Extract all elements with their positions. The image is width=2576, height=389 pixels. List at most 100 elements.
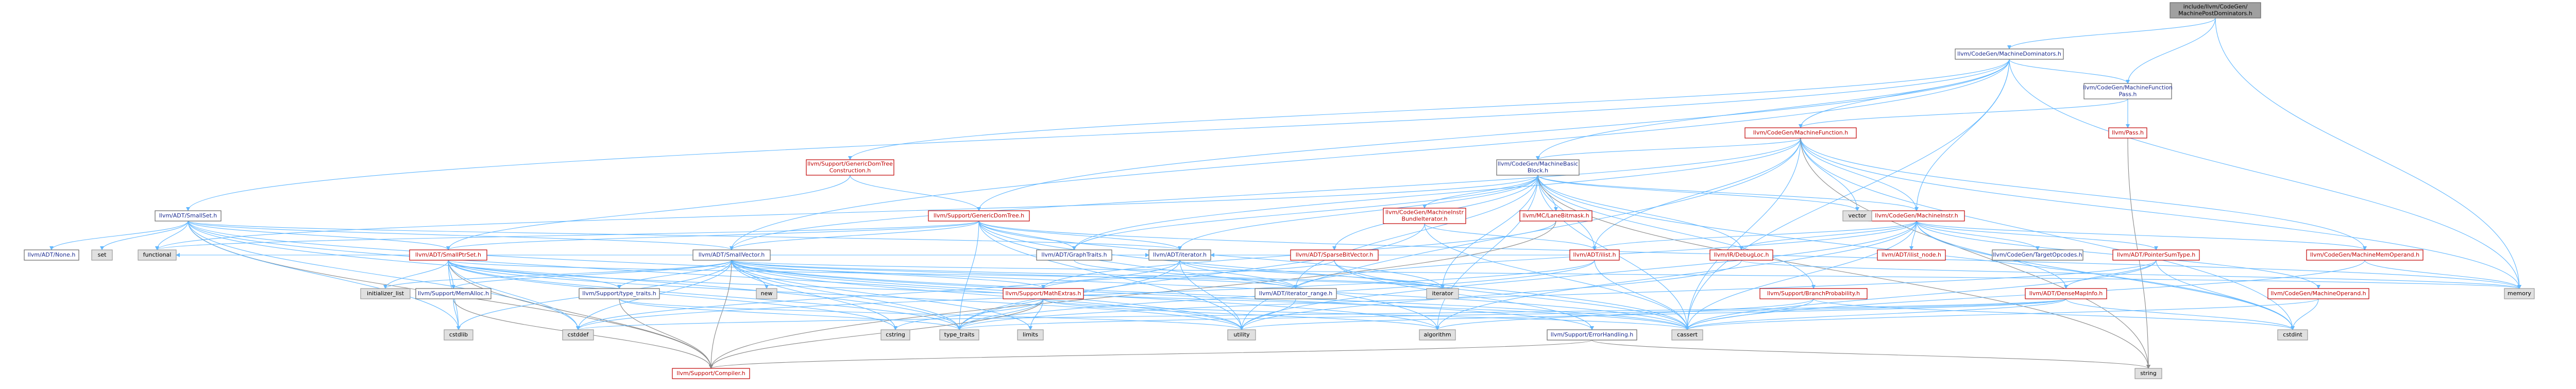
include-edge-minstr-to-ilist (1592, 221, 1917, 250)
include-edge-smallptrset-to-cstring (448, 260, 897, 330)
node-set-label: set (98, 251, 107, 258)
node-smallset[interactable]: llvm/ADT/SmallSet.h (155, 210, 222, 222)
include-edge-branchprob-to-cassert (1685, 298, 1814, 330)
node-pass-box (2108, 127, 2147, 139)
node-set-box (91, 249, 113, 261)
node-new-box (756, 288, 777, 299)
node-vector: vector (1842, 210, 1872, 222)
include-edge-smallptrset-to-cstddef (448, 260, 580, 330)
include-edge-sparsebv-to-mathextras (1041, 260, 1335, 289)
node-mmemop[interactable]: llvm/CodeGen/MachineMemOperand.h (2306, 249, 2424, 261)
include-edge-lanebm-to-compiler (709, 221, 1556, 369)
include-edge-errorhandling-to-compiler (709, 340, 1592, 369)
include-edge-smallvector-to-iterrange (731, 260, 1298, 289)
include-edge-gdt-to-iterator (978, 221, 1182, 250)
node-iter_std-box (1426, 288, 1459, 299)
node-memory-box (2504, 288, 2535, 299)
node-graphtraits-box (1036, 249, 1112, 261)
include-edge-gdt-to-smallptrset (446, 221, 979, 250)
node-ilist-box (1569, 249, 1620, 261)
node-lanebm[interactable]: llvm/MC/LaneBitmask.h (1519, 210, 1592, 222)
node-branchprob[interactable]: llvm/Support/BranchProbability.h (1759, 288, 1868, 299)
node-none[interactable]: llvm/ADT/None.h (24, 249, 79, 261)
include-edge-smallset-to-cstdlib (188, 221, 461, 330)
node-compiler[interactable]: llvm/Support/Compiler.h (672, 368, 750, 379)
include-edge-errorhandling-to-string (1591, 340, 2150, 369)
include-edge-mdom-to-mfunc (1799, 59, 2010, 128)
include-edge-mbb-to-algorithm (1435, 175, 1538, 330)
include-edge-ilist-to-cstddef (576, 260, 1595, 330)
node-smallptrset[interactable]: llvm/ADT/SmallPtrSet.h (409, 249, 487, 261)
include-edge-minstr-to-targetop (1916, 221, 2040, 250)
include-edge-mbb-to-minstr (1537, 175, 1919, 211)
node-ilistnode[interactable]: llvm/ADT/ilist_node.h (1877, 249, 1946, 261)
node-iterrange-box (1255, 288, 1337, 299)
node-smallvector-label: llvm/ADT/SmallVector.h (699, 251, 765, 258)
node-gdtc[interactable]: llvm/Support/GenericDomTreeConstruction.… (806, 159, 894, 176)
node-graphtraits-label: llvm/ADT/GraphTraits.h (1041, 251, 1107, 258)
node-mmemop-label: llvm/CodeGen/MachineMemOperand.h (2310, 251, 2419, 258)
node-typetraits_h-label: llvm/Support/type_traits.h (582, 290, 656, 297)
include-edge-mathextras-to-compiler (709, 298, 1044, 369)
node-minstr[interactable]: llvm/CodeGen/MachineInstr.h (1868, 210, 1965, 222)
node-set: set (91, 249, 113, 261)
include-edge-minstr-to-ptrsumtype (1916, 221, 2158, 250)
node-iterator-box (1148, 249, 1211, 261)
node-pass[interactable]: llvm/Pass.h (2108, 127, 2147, 139)
node-ptrsumtype[interactable]: llvm/ADT/PointerSumType.h (2112, 249, 2200, 261)
node-limits-label: limits (1023, 331, 1038, 338)
include-edge-smallvector-to-typetraits_h (617, 260, 732, 289)
node-moperand[interactable]: llvm/CodeGen/MachineOperand.h (2267, 288, 2369, 299)
include-edge-iterator-to-iterrange (1179, 260, 1298, 289)
include-edge-branchprob-to-cstdint (1813, 298, 2295, 330)
node-targetop[interactable]: llvm/CodeGen/TargetOpcodes.h (1992, 249, 2083, 261)
node-targetop-box (1992, 249, 2083, 261)
node-smallvector[interactable]: llvm/ADT/SmallVector.h (692, 249, 771, 261)
include-edge-mfunc-to-mmemop (1800, 138, 2367, 250)
node-iterator[interactable]: llvm/ADT/iterator.h (1148, 249, 1211, 261)
include-edge-smallvector-to-memory (731, 260, 2521, 289)
include-edge-densemapinfo-to-utility (1240, 298, 2066, 330)
include-edge-smallvector-to-memalloc (451, 260, 732, 289)
include-edge-iterator-to-cstddef (576, 260, 1180, 330)
node-memalloc[interactable]: llvm/Support/MemAlloc.h (415, 288, 492, 299)
node-ptrsumtype-label: llvm/ADT/PointerSumType.h (2117, 251, 2195, 258)
node-debugloc[interactable]: llvm/IR/DebugLoc.h (1709, 249, 1773, 261)
include-edge-mfunc-to-vector (1800, 138, 1859, 211)
node-mfunc[interactable]: llvm/CodeGen/MachineFunction.h (1744, 127, 1857, 139)
node-densemapinfo[interactable]: llvm/ADT/DenseMapInfo.h (2025, 288, 2107, 299)
include-edge-densemapinfo-to-type_traits (957, 298, 2066, 330)
include-edge-typetraits_h-to-type_traits (619, 298, 961, 330)
include-edge-mdom-to-smallvector (730, 59, 2010, 250)
node-iterator-label: llvm/ADT/iterator.h (1153, 251, 1207, 258)
node-graphtraits[interactable]: llvm/ADT/GraphTraits.h (1036, 249, 1112, 261)
include-edge-mathextras-to-cassert (1043, 298, 1689, 330)
node-errorhandling[interactable]: llvm/Support/ErrorHandling.h (1547, 329, 1637, 341)
node-mathextras[interactable]: llvm/Support/MathExtras.h (1003, 288, 1084, 299)
node-cassert-label: cassert (1677, 331, 1698, 338)
node-functional: functional (138, 249, 177, 261)
include-edge-ptrsumtype-to-cassert (1685, 260, 2157, 330)
node-gdt[interactable]: llvm/Support/GenericDomTree.h (928, 210, 1030, 222)
node-mdom[interactable]: llvm/CodeGen/MachineDominators.h (1955, 48, 2064, 60)
node-cassert-box (1671, 329, 1703, 341)
node-iterrange[interactable]: llvm/ADT/iterator_range.h (1255, 288, 1337, 299)
include-edge-ptrsumtype-to-type_traits (957, 260, 2157, 330)
include-edge-mbb-to-functional (155, 175, 1538, 250)
node-root[interactable]: include/llvm/CodeGen/MachinePostDominato… (2170, 2, 2261, 19)
node-typetraits_h[interactable]: llvm/Support/type_traits.h (579, 288, 660, 299)
node-sparsebv[interactable]: llvm/ADT/SparseBitVector.h (1290, 249, 1379, 261)
include-edge-mbb-to-branchprob (1537, 175, 1816, 289)
include-edge-ilist-to-cassert (1594, 260, 1689, 330)
node-algorithm: algorithm (1419, 329, 1456, 341)
node-memalloc-box (415, 288, 492, 299)
node-debugloc-label: llvm/IR/DebugLoc.h (1714, 251, 1769, 258)
node-mibundle[interactable]: llvm/CodeGen/MachineInstrBundleIterator.… (1383, 208, 1466, 224)
include-edge-mmemop-to-memory (2364, 260, 2521, 289)
include-edge-gdt-to-graphtraits (978, 221, 1076, 250)
node-mibundle-label: BundleIterator.h (1402, 216, 1448, 223)
node-ilist[interactable]: llvm/ADT/ilist.h (1569, 249, 1620, 261)
include-edge-gdt-to-algorithm (978, 221, 1439, 330)
